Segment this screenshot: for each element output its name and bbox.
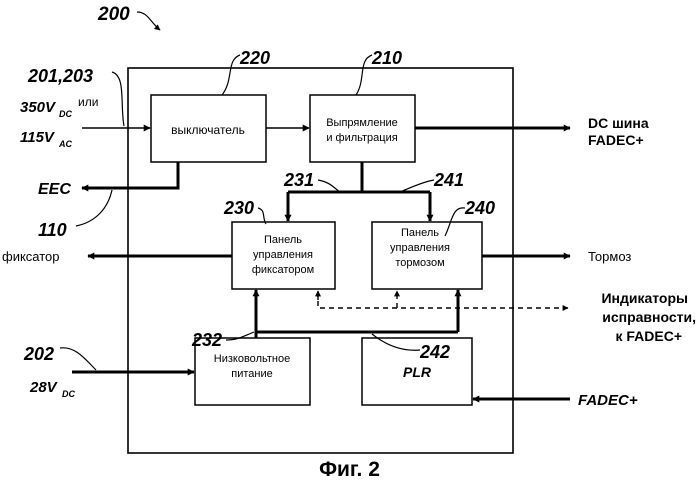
ref-232: 232: [191, 330, 222, 350]
brake-label: Тормоз: [588, 249, 631, 264]
ref-241: 241: [433, 170, 464, 190]
ref-201-203: 201,203: [27, 66, 93, 86]
block-low-voltage-line1: Низковольтное: [214, 353, 290, 365]
indicators-line2: исправности,: [602, 309, 696, 325]
ref-210: 210: [371, 48, 402, 68]
ref-231: 231: [283, 170, 314, 190]
indicators-line3: к FADEC+: [615, 328, 682, 344]
leader-201-203: [112, 72, 124, 126]
ref-240: 240: [464, 198, 495, 218]
block-latch-line1: Панель: [264, 234, 302, 246]
ref-230: 230: [223, 198, 254, 218]
leader-231: [318, 180, 340, 192]
input-or: или: [78, 95, 98, 109]
input-350v-sub: DC: [59, 109, 72, 119]
block-rectifier-line2: и фильтрация: [326, 132, 397, 144]
ref-242: 242: [419, 342, 450, 362]
ref-202: 202: [23, 344, 54, 364]
dashed-from-latch: [318, 292, 500, 308]
leader-241: [400, 180, 434, 192]
latch-label: фиксатор: [2, 249, 60, 264]
block-brake-line1: Панель: [401, 227, 439, 239]
block-plr-label: PLR: [403, 364, 432, 380]
dc-bus-label-1: DC шина: [588, 115, 649, 131]
block-low-voltage-line2: питание: [231, 368, 272, 380]
block-brake-line3: тормозом: [395, 257, 444, 269]
eec-label: EEC: [38, 181, 71, 198]
leader-210: [356, 55, 372, 95]
ref-220: 220: [239, 48, 270, 68]
block-switch-label: выключатель: [171, 123, 245, 137]
leader-202: [60, 348, 96, 370]
ref-200: 200: [97, 4, 130, 25]
dc-bus-label-2: FADEC+: [588, 132, 644, 148]
leader-220: [222, 55, 240, 95]
ref-110: 110: [38, 220, 67, 240]
block-rectifier-line1: Выпрямление: [326, 117, 398, 129]
leader-110: [76, 190, 112, 226]
leader-200: [137, 12, 160, 30]
fadec-input-label: FADEC+: [578, 392, 638, 409]
figure-caption: Фиг. 2: [0, 458, 699, 482]
input-115v-sub: AC: [58, 139, 72, 149]
arrow-eec: [82, 162, 178, 188]
block-latch-line3: фиксатором: [252, 264, 314, 276]
block-latch-line2: управления: [253, 249, 313, 261]
input-350v: 350V: [20, 99, 57, 116]
input-28v: 28V: [29, 379, 59, 396]
input-28v-sub: DC: [62, 389, 75, 399]
input-115v: 115V: [20, 129, 56, 146]
indicators-line1: Индикаторы: [601, 290, 688, 306]
block-brake-line2: управления: [390, 242, 450, 254]
